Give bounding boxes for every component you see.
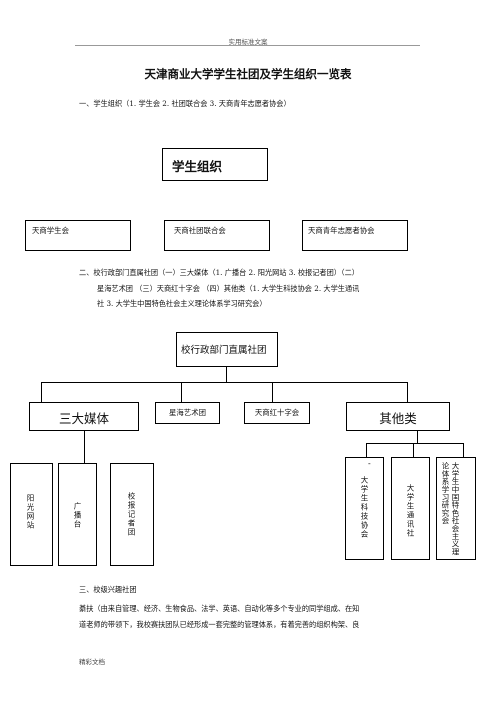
other-child-label: 大学生通讯社 xyxy=(406,484,415,538)
org-child-box: 天商社团联合会 xyxy=(164,220,270,251)
section3-line: 綦扶（由来自管理、经济、生物食品、法学、英语、自动化等多个专业的同学组成、在知 xyxy=(79,604,360,613)
group-box: 其他类 xyxy=(346,402,450,431)
connector-line xyxy=(366,443,464,444)
connector-line xyxy=(417,431,418,443)
org-child-box: 天商青年志愿者协会 xyxy=(302,220,408,251)
section2-line: 二、校行政部门直属社团（一）三大媒体（1. 广播台 2. 阳光网站 3. 校报记… xyxy=(79,268,359,277)
media-child-label: 阳光网站 xyxy=(26,494,35,530)
connector-line xyxy=(413,443,414,457)
dept-root-box: 校行政部门直属社团 xyxy=(176,332,278,367)
group-box: 三大媒体 xyxy=(29,402,139,431)
page-footer: 精彩文档 xyxy=(79,658,105,666)
other-child-box: 大学生中国特色社会主义理论体系学习研究会 xyxy=(436,457,476,560)
connector-line xyxy=(41,382,408,383)
media-child-label: 校报记者团 xyxy=(127,492,136,537)
document-title: 天津商业大学学生社团及学生组织一览表 xyxy=(144,67,352,81)
connector-line xyxy=(407,382,408,402)
section2-line: 社 3. 大学生中国特色社会主义理论体系学习研究会） xyxy=(97,299,267,308)
other-child-box: 大学生通讯社 xyxy=(391,457,430,560)
connector-line xyxy=(181,382,182,402)
other-child-label: 大学生中国特色社会主义理论体系学习研究会 xyxy=(441,462,460,556)
connector-line xyxy=(272,382,273,402)
connector-line xyxy=(463,443,464,457)
connector-line xyxy=(226,367,227,382)
org-child-label: 天商青年志愿者协会 xyxy=(308,226,375,235)
group-box: 天商红十字会 xyxy=(244,402,310,424)
media-child-box: 广播台 xyxy=(58,463,97,566)
group-label: 天商红十字会 xyxy=(254,408,300,417)
media-child-box: 阳光网站 xyxy=(10,463,53,566)
org-root-box: 学生组织 xyxy=(162,148,268,181)
connector-line xyxy=(84,431,85,463)
media-child-label: 广播台 xyxy=(73,502,82,529)
org-child-label: 天商社团联合会 xyxy=(174,226,226,235)
connector-line xyxy=(41,382,42,402)
other-child-label: 大学生科技协会 xyxy=(360,476,369,539)
other-child-box: - 大学生科技协会 xyxy=(345,457,384,560)
dept-root-label: 校行政部门直属社团 xyxy=(181,345,267,356)
group-label: 三大媒体 xyxy=(58,411,109,426)
media-child-box: 校报记者团 xyxy=(110,463,154,566)
header-divider xyxy=(75,45,420,46)
section3-heading: 三、校级兴趣社团 xyxy=(79,585,137,594)
group-label: 其他类 xyxy=(379,411,417,426)
section1-heading: 一、学生组织（1. 学生会 2. 社团联合会 3. 天商青年志愿者协会） xyxy=(79,99,291,108)
org-child-box: 天商学生会 xyxy=(25,220,131,251)
group-box: 星海艺术团 xyxy=(155,402,220,424)
connector-line xyxy=(366,443,367,457)
org-child-label: 天商学生会 xyxy=(32,226,69,235)
page-header: 实用标准文案 xyxy=(228,38,268,46)
group-label: 星海艺术团 xyxy=(169,408,206,417)
other-child-mark: - xyxy=(368,459,371,468)
org-root-label: 学生组织 xyxy=(172,159,223,174)
section3-line: 道老师的带领下，我校赛扶团队已经形成一套完整的管理体系，有着完善的组织构架、良 xyxy=(79,620,360,629)
section2-line: 星海艺术团 （三）天商红十字会 （四）其他类（1. 大学生科技协会 2. 大学生… xyxy=(97,284,360,293)
